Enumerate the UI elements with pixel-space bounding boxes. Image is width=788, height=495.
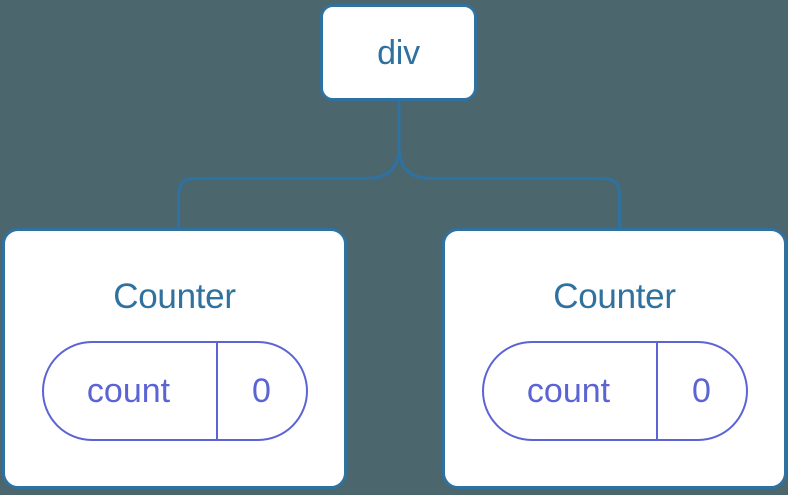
node-counter-1-title: Counter	[553, 277, 676, 316]
state-pill-counter-0[interactable]: count 0	[41, 341, 308, 441]
node-root-label: div	[377, 33, 420, 72]
node-counter-0[interactable]: Counter count 0	[2, 228, 347, 489]
node-counter-0-title: Counter	[113, 277, 236, 316]
connector-branch-left	[176, 146, 401, 232]
state-key-counter-1: count	[484, 343, 658, 439]
state-pill-counter-1[interactable]: count 0	[481, 341, 748, 441]
state-value-counter-1: 0	[692, 372, 711, 410]
node-counter-1[interactable]: Counter count 0	[442, 228, 787, 489]
state-key-counter-0: count	[44, 343, 218, 439]
node-root-div[interactable]: div	[320, 4, 477, 101]
state-value-counter-0: 0	[252, 372, 271, 410]
connector-branch-right	[397, 146, 622, 232]
